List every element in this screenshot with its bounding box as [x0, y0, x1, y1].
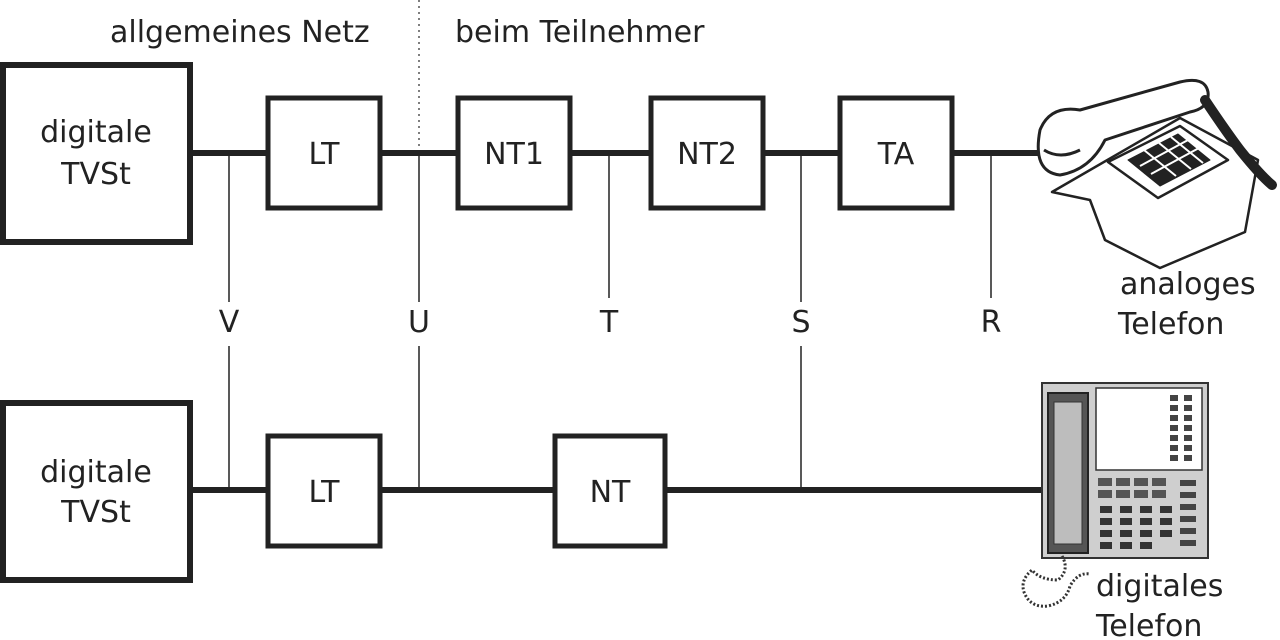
exchange-label-top-line2: TVSt: [60, 157, 131, 192]
nt2-label: NT2: [677, 137, 737, 172]
exchange-label-bottom-line1: digitale: [40, 455, 152, 490]
nt1-box: [455, 95, 573, 211]
nt1-label: NT1: [484, 137, 544, 172]
exchange-label-top-line1: digitale: [40, 115, 152, 150]
exchange-box-bottom: [0, 400, 193, 583]
nt2-box: [648, 95, 766, 211]
lt-box-top: [265, 95, 383, 211]
ref-point-s: S: [791, 305, 810, 340]
lt-box-bottom: [265, 433, 383, 549]
ref-point-u: U: [408, 305, 430, 340]
nt-label: NT: [590, 475, 631, 510]
ref-point-v: V: [219, 305, 240, 340]
lt-label-top: LT: [309, 137, 341, 172]
analog-telephone-icon: [1036, 78, 1277, 270]
analog-phone-label-line2: Telefon: [1117, 307, 1224, 342]
digital-telephone-icon: [1021, 382, 1209, 608]
analog-phone-label-line1: analoges: [1120, 267, 1256, 302]
digital-phone-label-line2: Telefon: [1095, 609, 1202, 640]
exchange-box-top: [0, 62, 193, 245]
nt-box: [552, 433, 668, 549]
ta-box: [837, 95, 955, 211]
region-label-network: allgemeines Netz: [110, 15, 370, 50]
exchange-label-bottom-line2: TVSt: [60, 495, 131, 530]
ref-point-r: R: [981, 305, 1002, 340]
region-label-subscriber: beim Teilnehmer: [455, 15, 705, 50]
digital-phone-label-line1: digitales: [1096, 569, 1223, 604]
lt-label-bottom: LT: [309, 475, 341, 510]
ta-label: TA: [877, 137, 915, 172]
ref-point-t: T: [599, 305, 619, 340]
